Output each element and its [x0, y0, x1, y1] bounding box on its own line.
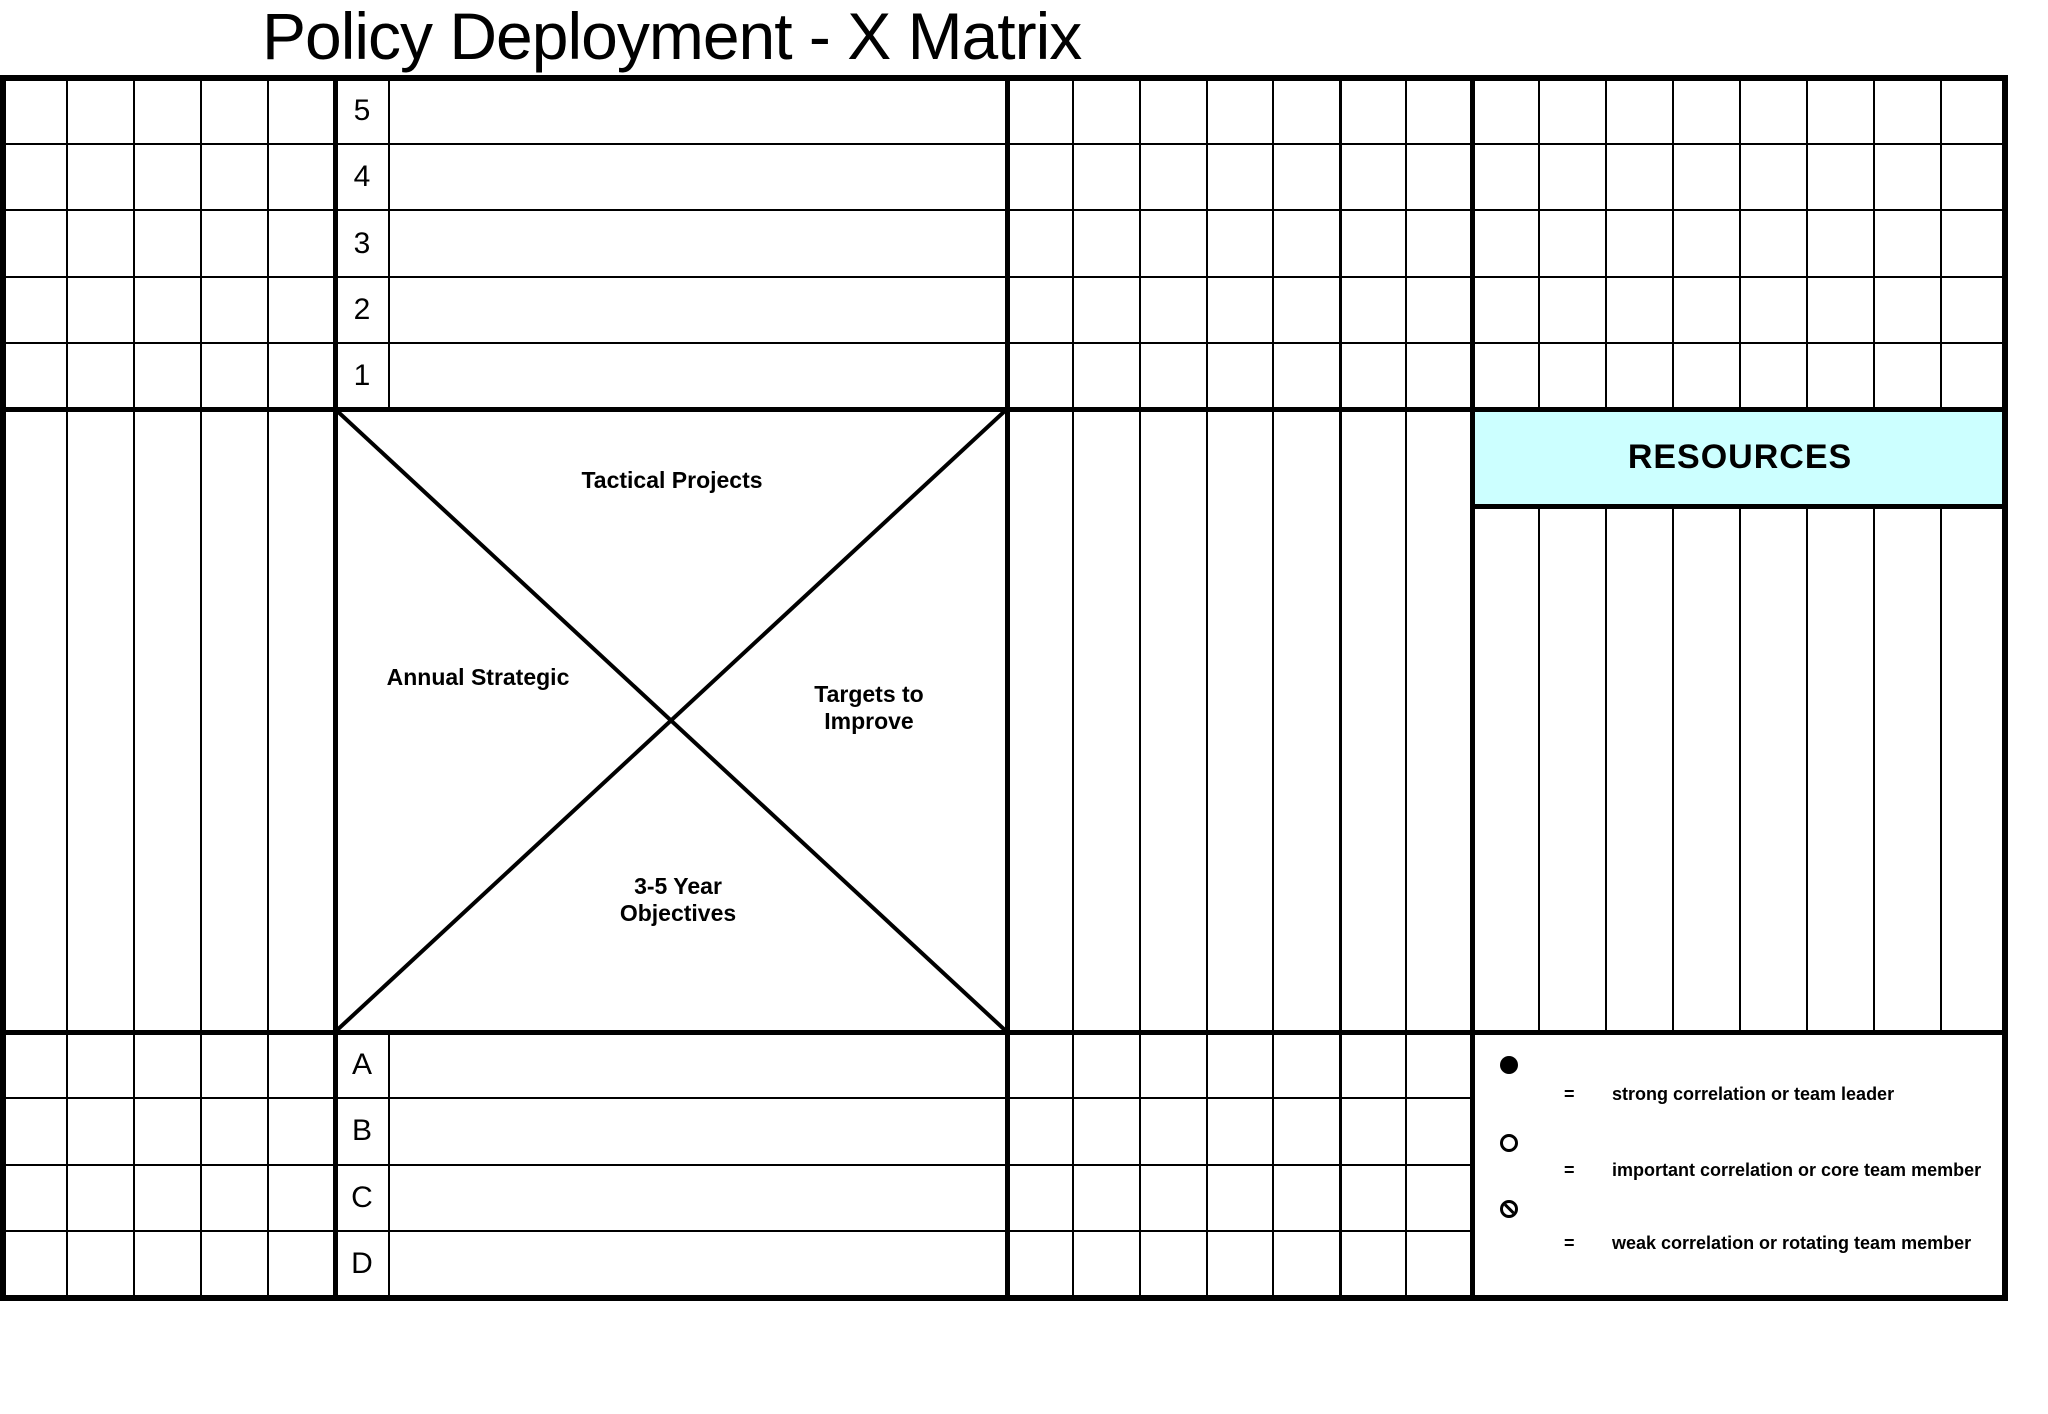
quadrant-label-tactical-projects: Tactical Projects — [581, 467, 763, 493]
grid-line-horizontal — [0, 276, 2008, 278]
grid-line-vertical — [1873, 506, 1875, 1032]
filled-circle-icon — [1500, 1056, 1518, 1074]
grid-line-horizontal — [0, 1097, 1472, 1099]
quadrant-label-targets-to-improve: Targets to Improve — [814, 681, 924, 734]
grid-line-vertical — [267, 75, 269, 1301]
grid-line-vertical — [66, 75, 68, 1301]
grid-line-horizontal — [0, 1230, 1472, 1232]
grid-line-horizontal — [0, 342, 2008, 344]
left-correlation-grid[interactable] — [0, 75, 335, 1301]
row-label-3: 3 — [353, 227, 371, 260]
legend-equals: = — [1564, 1160, 1575, 1180]
resources-header-label: RESOURCES — [1627, 438, 1853, 476]
grid-line-vertical — [1469, 75, 1475, 1301]
grid-line-vertical — [200, 75, 202, 1301]
row-label-d: D — [351, 1247, 373, 1280]
grid-line-vertical — [133, 75, 135, 1301]
row-label-5: 5 — [353, 94, 371, 127]
legend-equals: = — [1564, 1233, 1575, 1253]
grid-line-horizontal — [0, 143, 2008, 145]
row-label-b: B — [351, 1114, 372, 1147]
grid-line-horizontal — [0, 1029, 2008, 1035]
grid-line-vertical — [1806, 75, 1808, 409]
grid-line-vertical — [1004, 75, 1010, 1301]
grid-line-vertical — [1072, 75, 1074, 1301]
page-title: Policy Deployment - X Matrix — [262, 0, 1082, 73]
grid-line-vertical — [1672, 75, 1674, 409]
grid-line-vertical — [1272, 75, 1274, 1301]
resources-header: RESOURCES — [1472, 409, 2008, 506]
objectives-rows-area[interactable] — [389, 1032, 1007, 1301]
grid-line-vertical — [1873, 75, 1875, 409]
grid-line-vertical — [1538, 506, 1540, 1032]
legend-meaning-important: important correlation or core team membe… — [1612, 1160, 1982, 1180]
grid-line-vertical — [1940, 75, 1942, 409]
grid-line-horizontal — [0, 406, 2008, 412]
row-label-4: 4 — [353, 160, 371, 193]
legend-meaning-strong: strong correlation or team leader — [1612, 1084, 1895, 1104]
grid-line-vertical — [1538, 75, 1540, 409]
grid-line-vertical — [1338, 75, 1342, 1301]
row-label-2: 2 — [353, 293, 371, 326]
row-label-c: C — [351, 1181, 373, 1214]
grid-line-vertical — [1940, 506, 1942, 1032]
quadrant-label-3-5-year-objectives: 3-5 Year Objectives — [619, 873, 737, 926]
row-label-a: A — [351, 1048, 372, 1081]
grid-line-vertical — [1672, 506, 1674, 1032]
grid-line-vertical — [1605, 506, 1607, 1032]
grid-line-vertical — [1739, 75, 1741, 409]
grid-line-vertical — [1139, 75, 1141, 1301]
grid-line-vertical — [388, 1032, 390, 1301]
quadrant-label-annual-strategic: Annual Strategic — [386, 664, 570, 690]
grid-line-vertical — [1739, 506, 1741, 1032]
grid-line-vertical — [1806, 506, 1808, 1032]
right-correlation-grid[interactable] — [1007, 75, 1472, 1301]
tactical-projects-rows-area[interactable] — [389, 75, 1007, 409]
grid-line-horizontal — [1472, 503, 2008, 509]
grid-line-horizontal — [0, 1164, 1472, 1166]
grid-line-vertical — [388, 75, 390, 409]
row-label-1: 1 — [353, 359, 371, 392]
open-circle-icon — [1500, 1134, 1518, 1152]
grid-line-horizontal — [0, 209, 2008, 211]
grid-line-vertical — [1405, 75, 1407, 1301]
slashed-circle-icon — [1500, 1200, 1518, 1218]
grid-line-vertical — [1605, 75, 1607, 409]
legend-meaning-weak: weak correlation or rotating team member — [1612, 1233, 1972, 1253]
legend-equals: = — [1564, 1084, 1575, 1104]
grid-line-vertical — [1206, 75, 1208, 1301]
